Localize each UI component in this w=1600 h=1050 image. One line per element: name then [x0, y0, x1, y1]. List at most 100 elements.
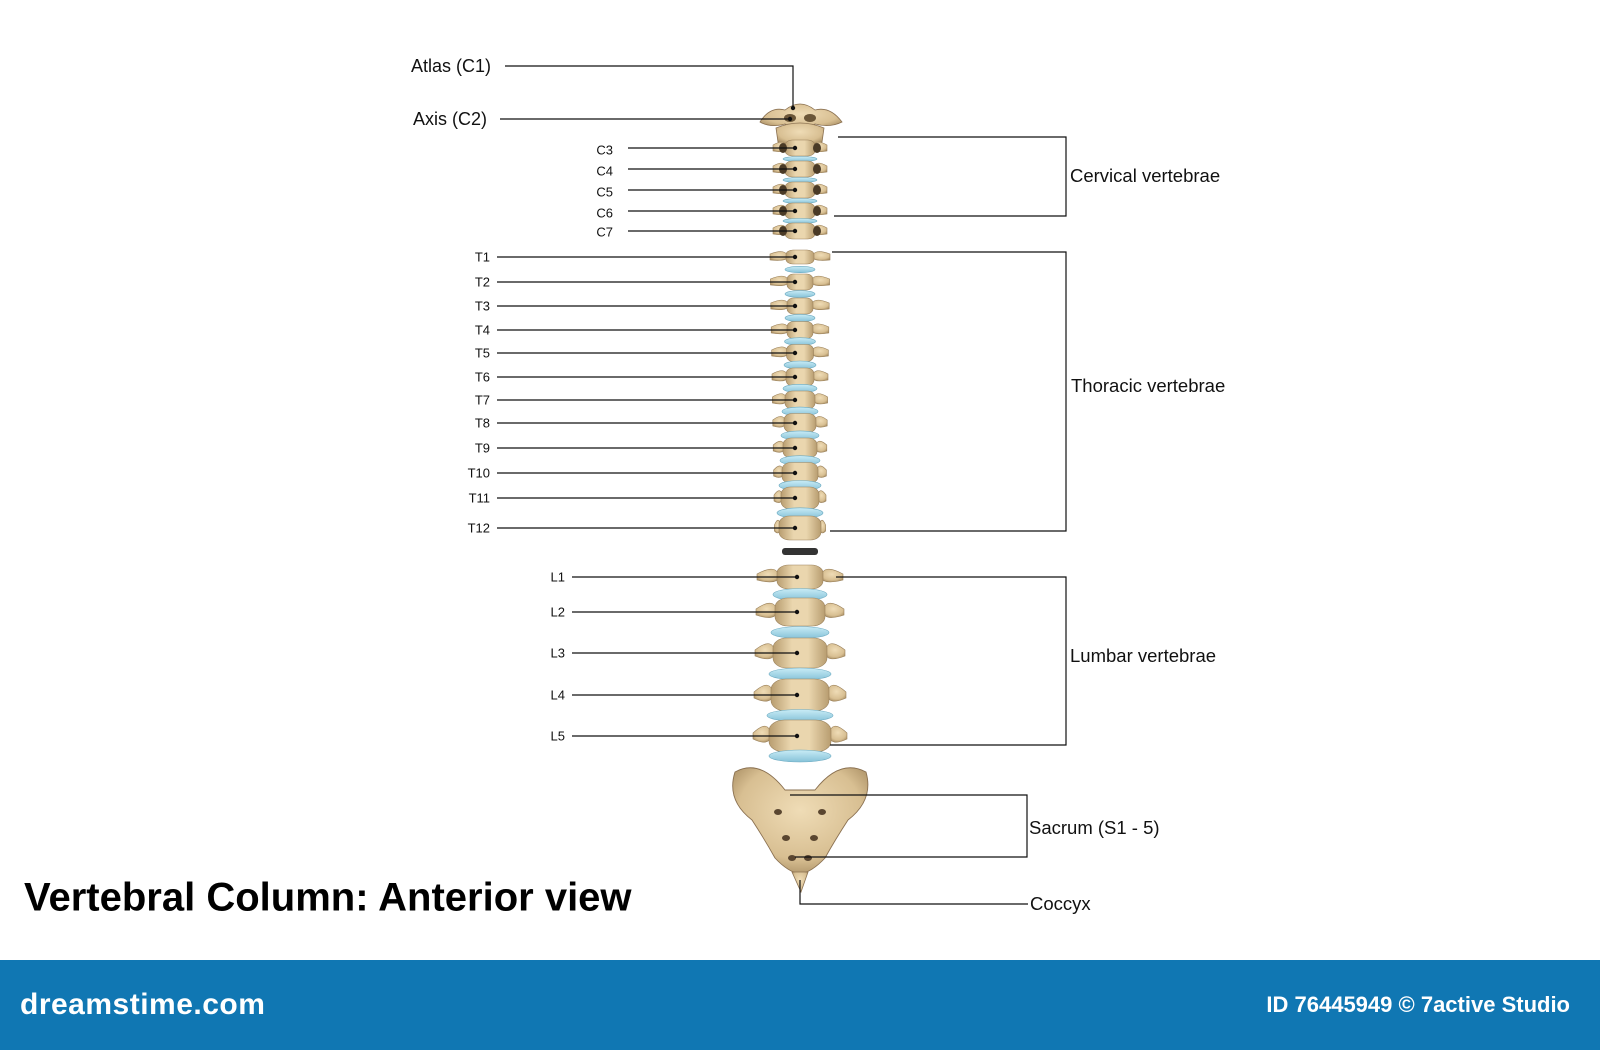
- leader-dot: [792, 187, 798, 193]
- vertebra-t3: [770, 297, 830, 315]
- page-title: Vertebral Column: Anterior view: [24, 875, 632, 920]
- leader-dot: [794, 609, 800, 615]
- leader-dot: [790, 105, 796, 111]
- label-t8: T8: [474, 415, 490, 431]
- label-t3: T3: [474, 298, 490, 314]
- label-thoracic-group: Thoracic vertebrae: [1071, 374, 1226, 396]
- bracket-cervical: [834, 136, 1067, 217]
- label-c7: C7: [596, 224, 613, 240]
- leader-dot: [792, 525, 798, 531]
- label-t10: T10: [467, 465, 490, 481]
- sacral-foramen: [774, 809, 782, 815]
- label-t6: T6: [474, 369, 490, 385]
- label-t11: T11: [468, 490, 490, 506]
- label-l3: L3: [550, 645, 565, 661]
- vertebra-t8: [772, 413, 828, 433]
- leader-atlas: [505, 65, 794, 108]
- cervical-foramen: [813, 143, 821, 153]
- leader-dot: [787, 116, 793, 122]
- vertebral-column-diagram: [497, 65, 1067, 905]
- label-t2: T2: [474, 274, 490, 290]
- leader-dot: [792, 228, 798, 234]
- bracket-lumbar: [830, 576, 1067, 746]
- lumbar-disc: [768, 667, 832, 681]
- lumbar-disc: [770, 626, 830, 639]
- leader-dot: [792, 254, 798, 260]
- cervical-foramen: [813, 185, 821, 195]
- label-t9: T9: [474, 440, 490, 456]
- leader-dot: [794, 733, 800, 739]
- label-coccyx: Coccyx: [1030, 892, 1091, 914]
- label-t7: T7: [474, 392, 490, 408]
- label-lumbar-group: Lumbar vertebrae: [1070, 644, 1217, 666]
- label-t4: T4: [474, 322, 490, 338]
- t12-inferior-endplate: [782, 548, 818, 555]
- leader-dot: [792, 495, 798, 501]
- leader-coccyx: [799, 880, 1028, 905]
- label-atlas: Atlas (C1): [410, 56, 491, 76]
- vertebra-t1: [769, 249, 831, 265]
- leader-dot: [794, 692, 800, 698]
- thoracic-disc: [784, 265, 816, 273]
- leader-dot: [792, 445, 798, 451]
- leader-dot: [794, 574, 800, 580]
- leader-dot: [794, 650, 800, 656]
- leader-dot: [792, 374, 798, 380]
- label-t5: T5: [474, 345, 490, 361]
- footer-bar: dreamstime.com ID 76445949 © 7active Stu…: [0, 960, 1600, 1050]
- leader-dot: [792, 327, 798, 333]
- image-id: ID 76445949: [1266, 992, 1393, 1017]
- leader-dot: [792, 470, 798, 476]
- leader-lines: [497, 65, 1067, 905]
- image-credit: ID 76445949 © 7active Studio: [1266, 992, 1570, 1018]
- sacrum-bone: [732, 767, 869, 875]
- cervical-foramen: [813, 206, 821, 216]
- label-c3: C3: [596, 142, 613, 158]
- label-l1: L1: [550, 569, 565, 585]
- label-cervical-group: Cervical vertebrae: [1070, 164, 1221, 186]
- leader-dot: [792, 145, 798, 151]
- thoracic-disc: [784, 290, 816, 298]
- label-sacrum: Sacrum (S1 - 5): [1029, 816, 1160, 838]
- label-l5: L5: [550, 728, 565, 744]
- label-l2: L2: [550, 604, 565, 620]
- vertebra-t10: [773, 462, 827, 484]
- leader-dot: [792, 303, 798, 309]
- leader-dot: [792, 397, 798, 403]
- label-t1: T1: [474, 249, 490, 265]
- author-credit: © 7active Studio: [1398, 992, 1570, 1017]
- lumbosacral-disc: [768, 749, 832, 763]
- vertebra-l2: [755, 597, 845, 627]
- atlas-bone: [759, 103, 843, 130]
- vertebra-l1: [756, 564, 844, 590]
- cervical-foramen: [813, 226, 821, 236]
- label-c4: C4: [596, 163, 613, 179]
- cervical-foramen: [813, 164, 821, 174]
- sacral-foramen: [804, 855, 812, 861]
- diagram-stage: Atlas (C1) Axis (C2) C3 C4 C5 C6 C7 T1 T…: [24, 56, 1226, 920]
- leader-dot: [792, 279, 798, 285]
- sacral-foramen: [788, 855, 796, 861]
- thoracic-disc: [784, 314, 816, 322]
- sacral-foramen: [818, 809, 826, 815]
- leader-dot: [792, 208, 798, 214]
- leader-dot: [792, 166, 798, 172]
- bracket-sacrum: [790, 794, 1028, 858]
- label-c5: C5: [596, 184, 613, 200]
- vertebra-t4: [770, 321, 830, 339]
- vertebra-t2: [770, 273, 830, 291]
- brand-logo-text: dreamstime.com: [20, 988, 266, 1021]
- label-c6: C6: [596, 205, 613, 221]
- vertebra-t7: [772, 390, 828, 410]
- bracket-thoracic: [830, 251, 1067, 532]
- sacral-foramen: [810, 835, 818, 841]
- leader-dot: [792, 350, 798, 356]
- vertebra-t12: [774, 515, 826, 541]
- sacral-foramen: [782, 835, 790, 841]
- label-t12: T12: [467, 520, 490, 536]
- label-l4: L4: [550, 687, 565, 703]
- vertebra-l3: [754, 637, 846, 669]
- label-axis: Axis (C2): [412, 109, 487, 129]
- thoracic-disc: [784, 337, 816, 346]
- vertebra-l4: [753, 678, 847, 712]
